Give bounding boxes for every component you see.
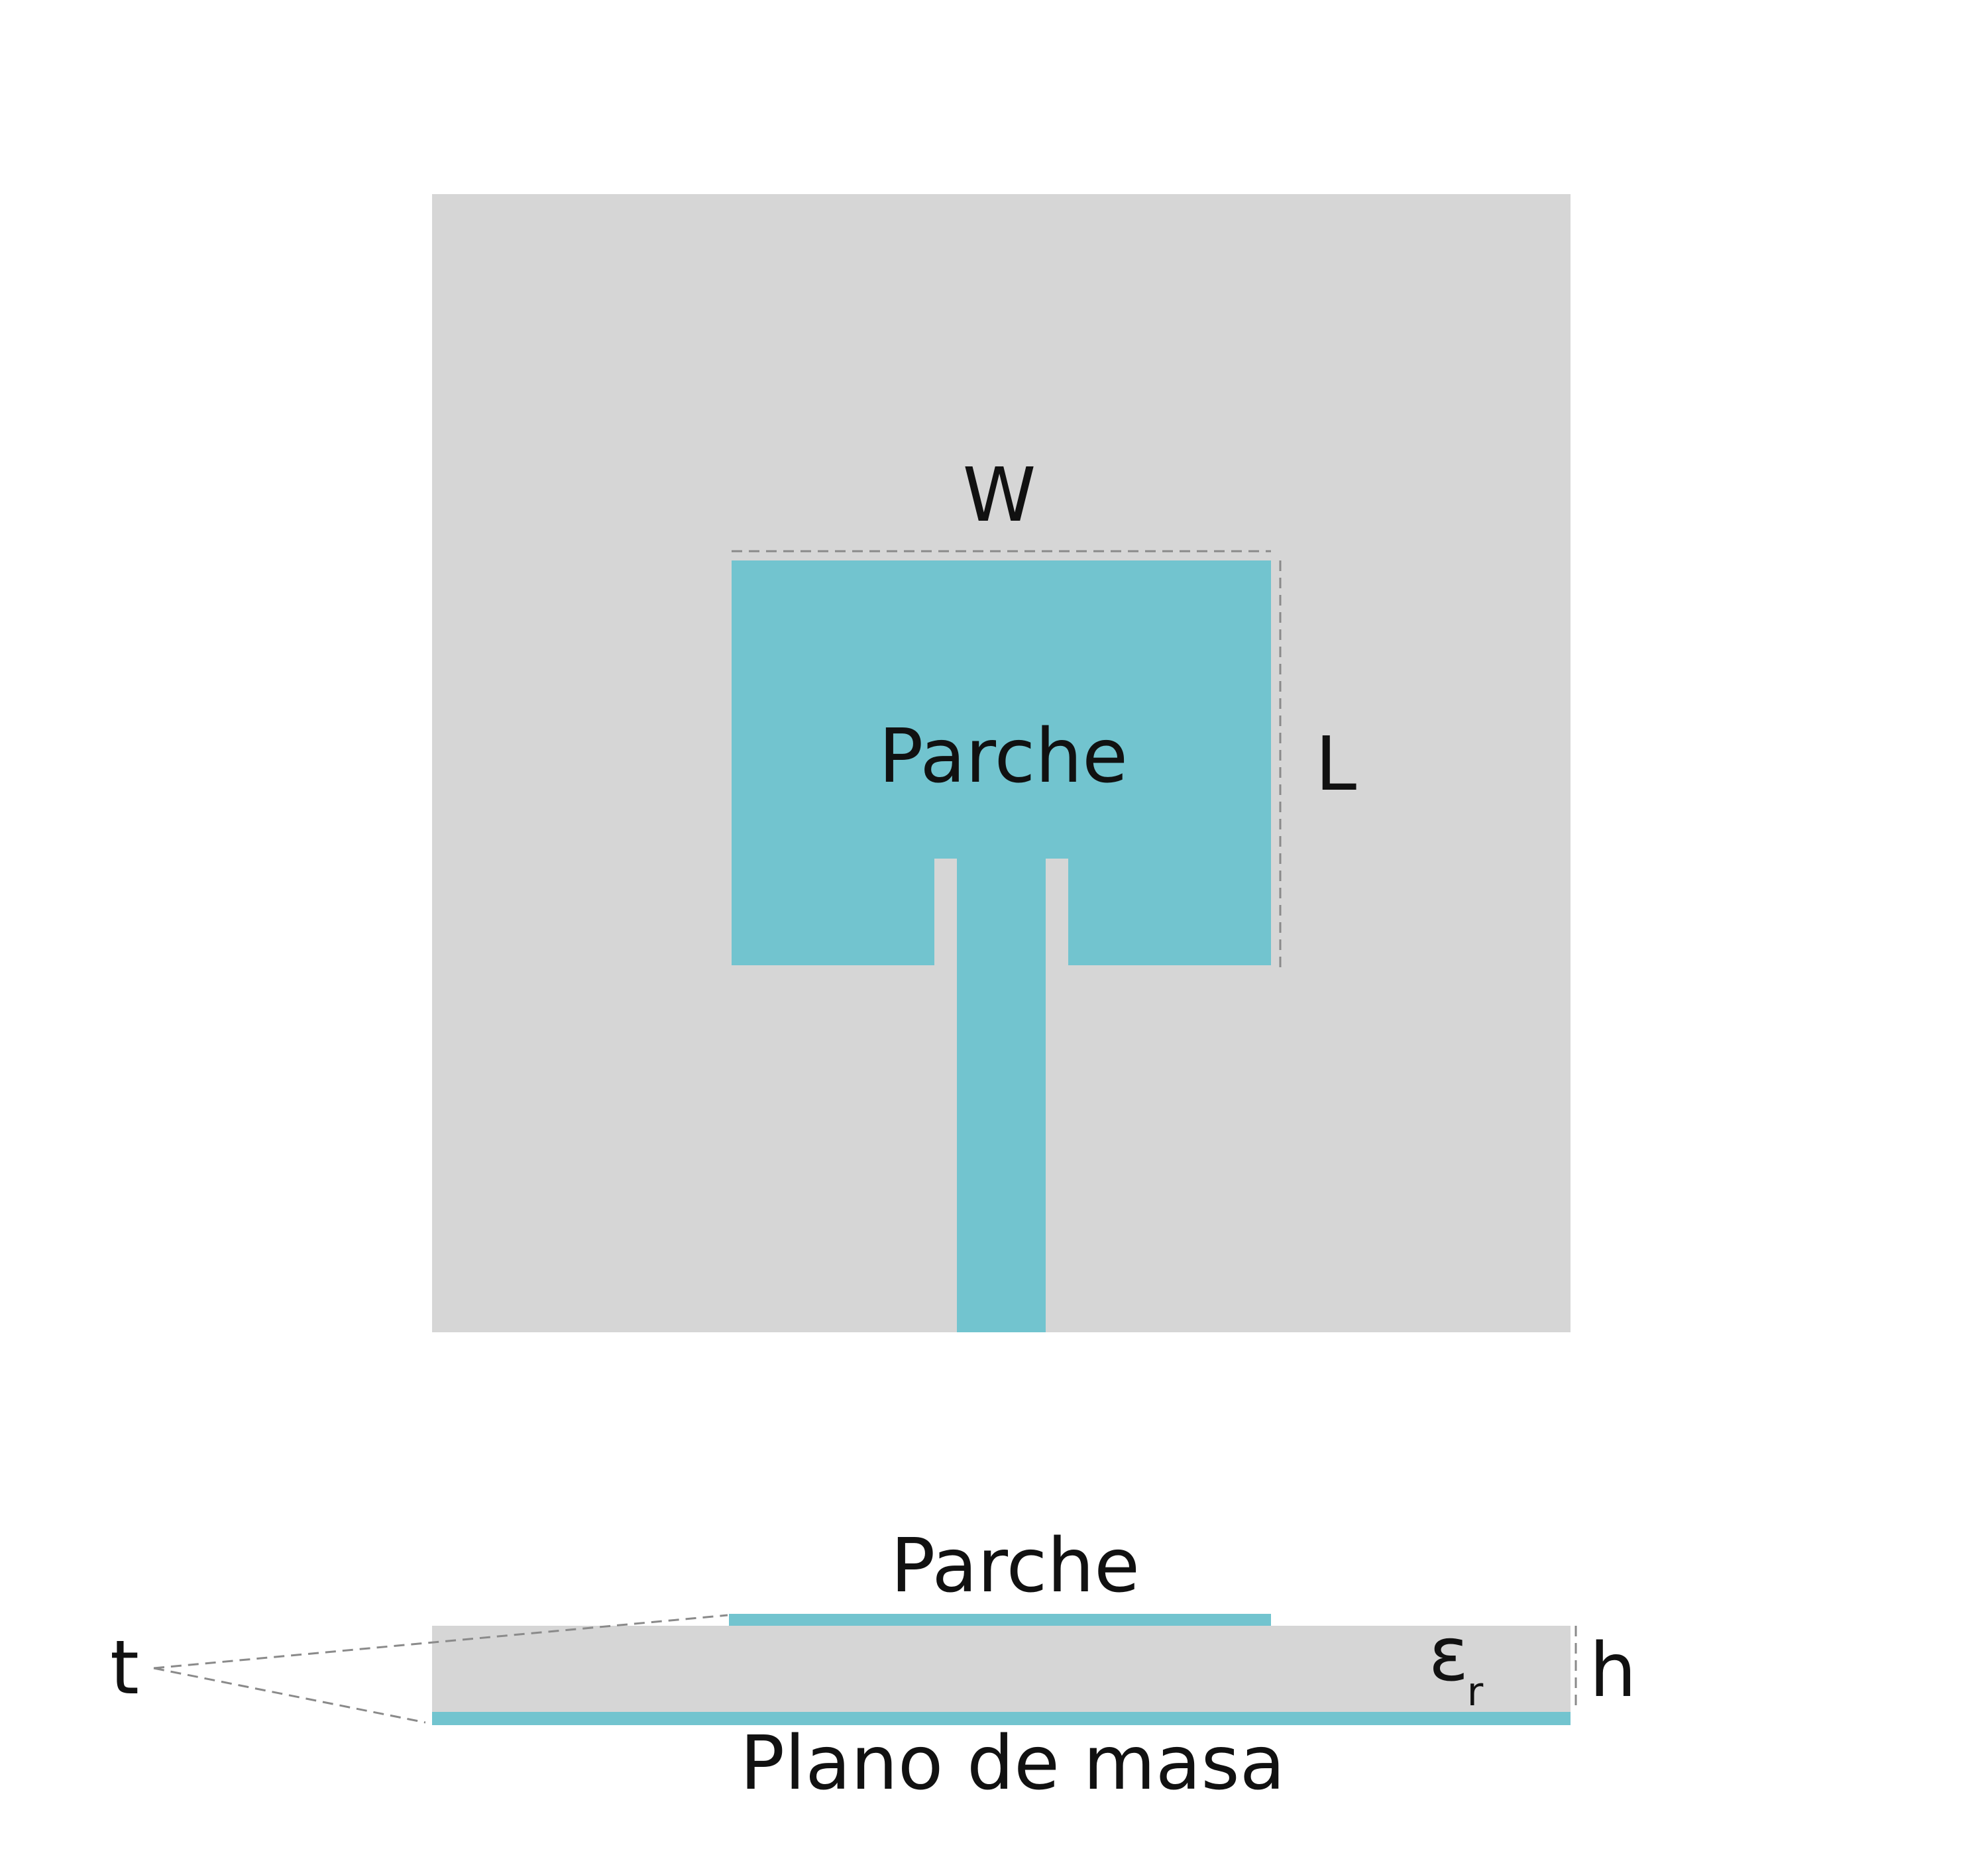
patch-side-label: Parche xyxy=(891,1523,1140,1609)
ground-plane-label: Plano de masa xyxy=(740,1721,1286,1807)
substrate-side-view xyxy=(432,1626,1571,1712)
thickness-label: t xyxy=(110,1625,139,1711)
feed-line xyxy=(957,859,1046,1332)
permittivity-subscript: r xyxy=(1467,1669,1484,1715)
patch-label: Parche xyxy=(879,714,1128,800)
patch-shape xyxy=(732,560,1271,965)
width-label: W xyxy=(963,452,1036,539)
side-view: Parche Plano de masa t h ε r xyxy=(110,1523,1636,1807)
height-label: h xyxy=(1590,1628,1637,1714)
top-view: W L Parche xyxy=(432,194,1571,1332)
thickness-callout-lower xyxy=(153,1667,426,1724)
length-label: L xyxy=(1315,721,1356,808)
permittivity-symbol: ε xyxy=(1429,1612,1469,1698)
patch-side-view xyxy=(729,1614,1271,1626)
ground-plane xyxy=(432,1712,1571,1725)
thickness-callout-upper xyxy=(153,1614,728,1669)
